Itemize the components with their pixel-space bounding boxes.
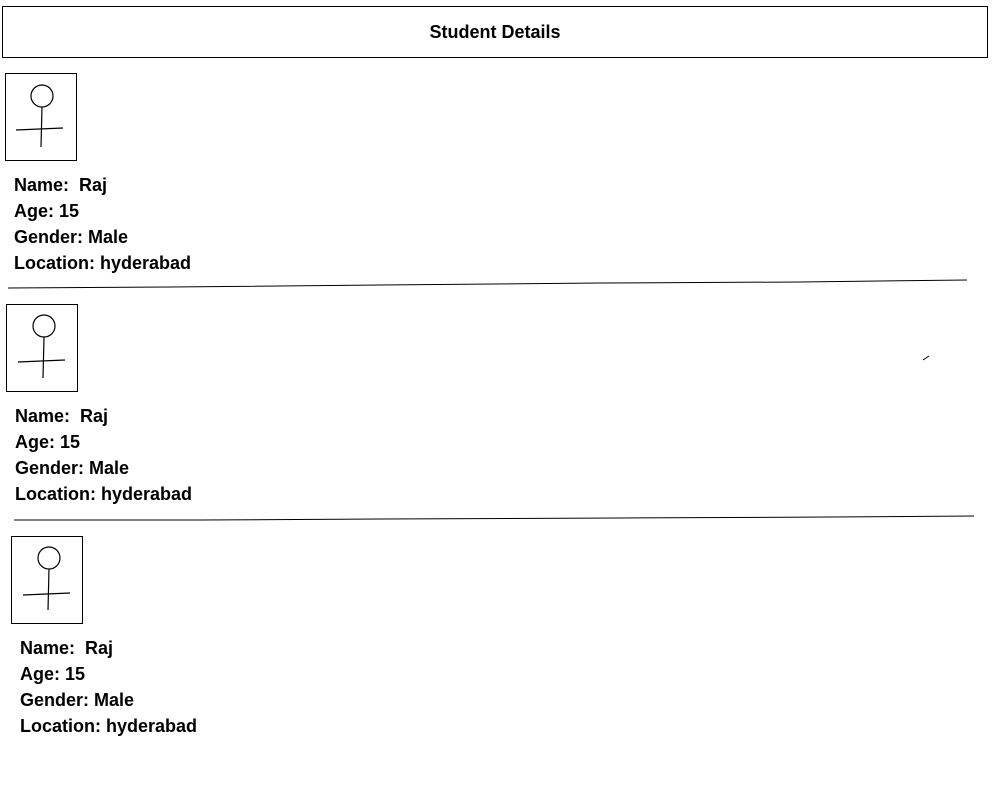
student-location-row: Location: hyderabad xyxy=(14,250,191,276)
student-avatar xyxy=(5,73,77,161)
person-icon xyxy=(17,314,66,379)
person-icon xyxy=(22,546,71,611)
location-value: hyderabad xyxy=(101,484,193,504)
gender-value: Male xyxy=(88,227,129,247)
location-label: Location: xyxy=(20,716,101,736)
student-age-row: Age: 15 xyxy=(15,429,192,455)
stray-mark xyxy=(922,355,930,361)
student-details: Name: Raj Age: 15 Gender: Male Location:… xyxy=(14,172,191,276)
student-name-row: Name: Raj xyxy=(20,635,197,661)
age-label: Age: xyxy=(15,432,55,452)
student-name-row: Name: Raj xyxy=(14,172,191,198)
name-value: Raj xyxy=(85,638,114,658)
gender-value: Male xyxy=(94,690,135,710)
location-label: Location: xyxy=(15,484,96,504)
age-value: 15 xyxy=(60,432,81,452)
divider xyxy=(7,279,968,289)
student-avatar xyxy=(11,536,83,624)
student-location-row: Location: hyderabad xyxy=(20,713,197,739)
name-value: Raj xyxy=(80,406,109,426)
age-value: 15 xyxy=(59,201,80,221)
student-details: Name: Raj Age: 15 Gender: Male Location:… xyxy=(15,403,192,507)
divider xyxy=(14,515,975,521)
student-name-row: Name: Raj xyxy=(15,403,192,429)
gender-value: Male xyxy=(89,458,130,478)
name-label: Name: xyxy=(14,175,70,195)
student-gender-row: Gender: Male xyxy=(15,455,192,481)
student-details: Name: Raj Age: 15 Gender: Male Location:… xyxy=(20,635,197,739)
gender-label: Gender: xyxy=(15,458,85,478)
name-value: Raj xyxy=(79,175,108,195)
location-value: hyderabad xyxy=(106,716,198,736)
name-label: Name: xyxy=(15,406,71,426)
student-gender-row: Gender: Male xyxy=(14,224,191,250)
gender-label: Gender: xyxy=(20,690,90,710)
student-gender-row: Gender: Male xyxy=(20,687,197,713)
page-title: Student Details xyxy=(429,21,561,42)
name-label: Name: xyxy=(20,638,76,658)
student-location-row: Location: hyderabad xyxy=(15,481,192,507)
location-value: hyderabad xyxy=(100,253,192,273)
page-header: Student Details xyxy=(2,6,988,58)
age-label: Age: xyxy=(14,201,54,221)
age-label: Age: xyxy=(20,664,60,684)
location-label: Location: xyxy=(14,253,95,273)
student-age-row: Age: 15 xyxy=(20,661,197,687)
student-age-row: Age: 15 xyxy=(14,198,191,224)
age-value: 15 xyxy=(65,664,86,684)
person-icon xyxy=(15,84,64,148)
student-avatar xyxy=(6,304,78,392)
gender-label: Gender: xyxy=(14,227,84,247)
